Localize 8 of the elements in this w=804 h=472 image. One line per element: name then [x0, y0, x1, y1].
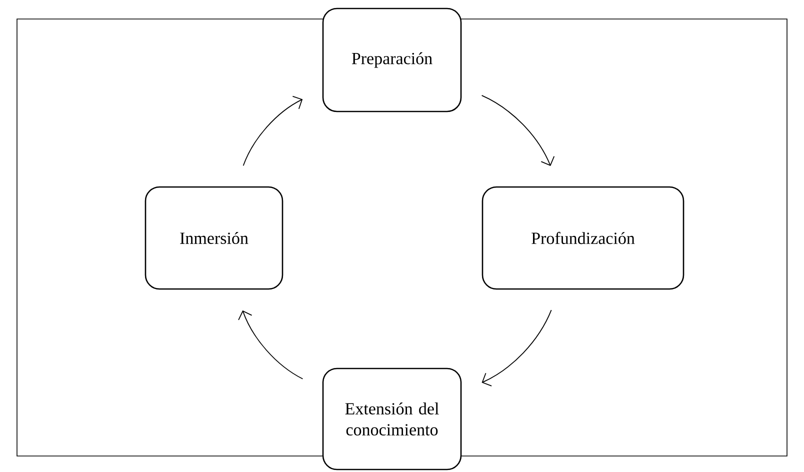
process-box: Inmersión	[144, 186, 284, 290]
arrow	[482, 310, 552, 386]
arrow	[242, 96, 303, 166]
arrow	[481, 95, 555, 166]
arrow	[238, 310, 304, 380]
process-box: Profundización	[482, 186, 684, 290]
process-box: Extensión del conocimiento	[322, 368, 462, 470]
process-box: Preparación	[322, 8, 462, 112]
